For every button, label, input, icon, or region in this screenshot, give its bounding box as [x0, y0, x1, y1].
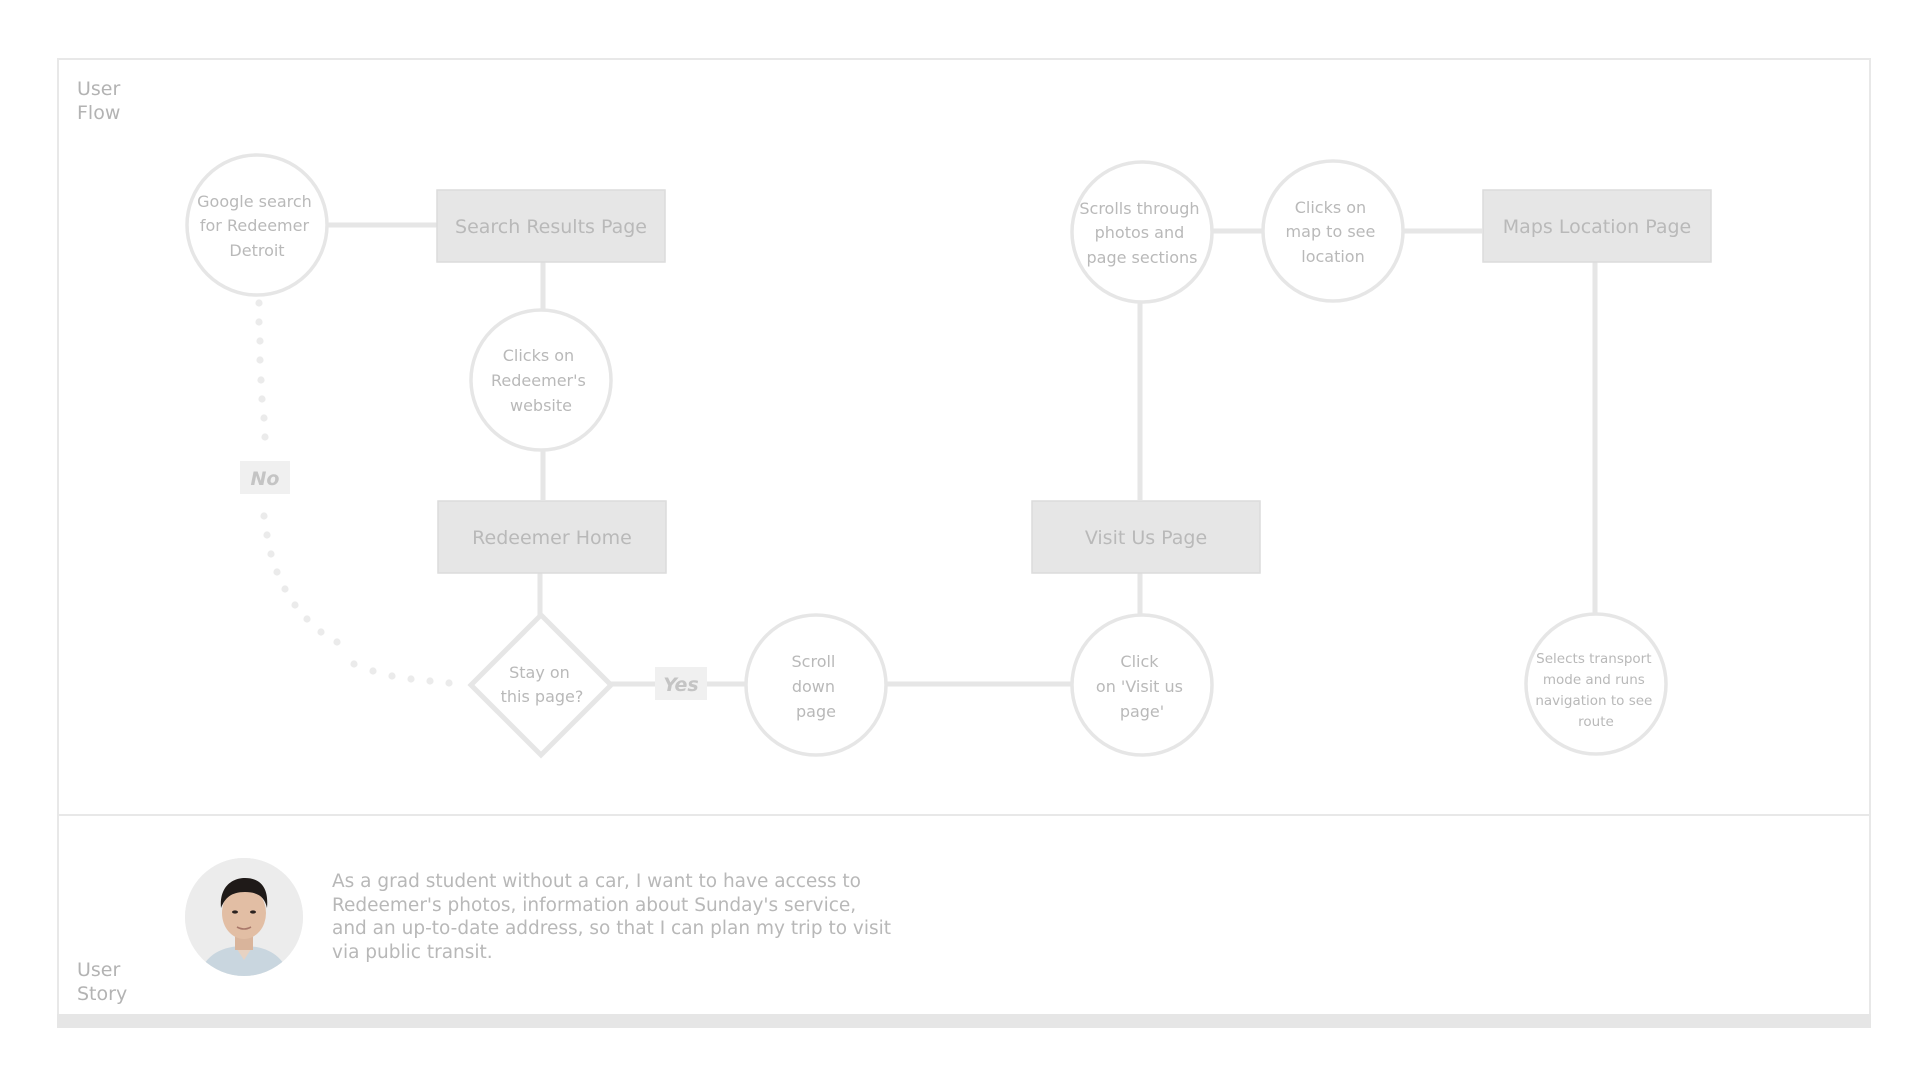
svg-text:Stay on this page?: Stay on this page? [501, 663, 584, 706]
svg-text:Scrolls through photos a: Scrolls through photos and page sections [1079, 199, 1204, 267]
node-google-search: Google search for Redeemer Detroit [185, 153, 329, 297]
svg-text:Clicks on map to see: Clicks on map to see location [1286, 198, 1381, 266]
node-redeemer-home-label: Redeemer Home [472, 527, 632, 549]
edge-label-yes: Yes [655, 667, 707, 700]
node-maps-location-page: Maps Location Page [1482, 189, 1712, 263]
node-clicks-map-line1: Clicks on [1295, 198, 1366, 217]
node-clicks-website: Clicks on Redeemer's website [469, 308, 613, 452]
edge-label-no-text: No [251, 468, 280, 490]
node-click-visit-us-line1: Click [1120, 652, 1159, 671]
node-selects-transport-line2: mode and runs [1543, 672, 1645, 688]
node-google-search-line2: for Redeemer [200, 216, 310, 235]
node-visit-us-page: Visit Us Page [1031, 500, 1261, 574]
node-clicks-website-line1: Clicks on [503, 346, 574, 365]
svg-text:Selects transport mode a: Selects transport mode and runs navigati… [1535, 651, 1656, 730]
svg-text:Scroll down page: Scroll down page [792, 652, 841, 721]
node-scroll-down: Scroll down page [744, 613, 888, 757]
node-scroll-down-line2: down [792, 677, 835, 696]
user-avatar-photo [185, 858, 303, 976]
section-divider [57, 814, 1871, 816]
user-flow-label: User Flow [77, 77, 157, 125]
node-selects-transport-line1: Selects transport [1536, 651, 1651, 667]
node-google-search-line3: Detroit [229, 241, 284, 260]
node-stay-on-page-line1: Stay on [509, 663, 570, 682]
user-flow-label-line2: Flow [77, 102, 121, 124]
node-google-search-line1: Google search [197, 192, 312, 211]
node-selects-transport: Selects transport mode and runs navigati… [1524, 612, 1668, 756]
node-stay-on-page-line2: this page? [501, 687, 584, 706]
svg-text:Clicks on Redeemer's: Clicks on Redeemer's website [491, 346, 591, 415]
node-selects-transport-line3: navigation to see [1535, 693, 1652, 709]
node-scroll-down-line3: page [796, 702, 836, 721]
node-clicks-map: Clicks on map to see location [1261, 159, 1405, 303]
user-story-label-line1: User [77, 959, 121, 981]
node-click-visit-us-line3: page' [1120, 702, 1164, 721]
node-clicks-website-line2: Redeemer's [491, 371, 586, 390]
node-maps-location-page-label: Maps Location Page [1503, 216, 1691, 238]
node-clicks-website-line3: website [510, 396, 572, 415]
node-click-visit-us-line2: on 'Visit us [1096, 677, 1183, 696]
user-story-text: As a grad student without a car, I want … [332, 871, 892, 963]
node-search-results-page: Search Results Page [436, 189, 666, 263]
node-scrolls-photos-line1: Scrolls through [1079, 199, 1199, 218]
node-click-visit-us: Click on 'Visit us page' [1070, 613, 1214, 757]
node-scrolls-photos-line2: photos and [1095, 223, 1185, 242]
node-scroll-down-line1: Scroll [792, 652, 836, 671]
node-visit-us-page-label: Visit Us Page [1085, 527, 1207, 549]
user-story-label-line2: Story [77, 983, 128, 1005]
node-scrolls-photos-line3: page sections [1086, 248, 1197, 267]
node-clicks-map-line2: map to see [1286, 222, 1376, 241]
node-clicks-map-line3: location [1301, 247, 1364, 266]
node-scrolls-photos: Scrolls through photos and page sections [1070, 160, 1214, 304]
svg-text:Click on 'Visit us: Click on 'Visit us page' [1096, 652, 1188, 721]
node-stay-on-page: Stay on this page? [467, 611, 615, 759]
svg-text:Google search for Redeem: Google search for Redeemer Detroit [197, 192, 317, 260]
node-redeemer-home: Redeemer Home [437, 500, 667, 574]
user-avatar-illustration [185, 858, 303, 976]
node-selects-transport-line4: route [1578, 714, 1614, 730]
user-story-label: User Story [77, 958, 157, 1006]
node-search-results-page-label: Search Results Page [455, 216, 647, 238]
frame-bottom-bar [57, 1014, 1871, 1028]
edge-no-loop-dotted [255, 299, 453, 687]
edge-label-no: No [240, 461, 290, 494]
edge-label-yes-text: Yes [663, 674, 699, 696]
user-flow-label-line1: User [77, 78, 121, 100]
